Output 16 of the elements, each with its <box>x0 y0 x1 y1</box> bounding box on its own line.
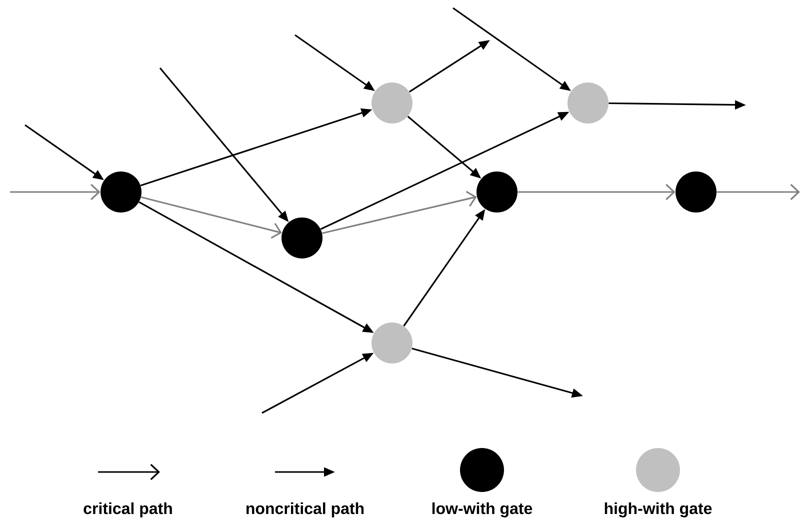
gate-circle <box>100 172 142 212</box>
arrow <box>716 184 800 200</box>
legend-label: critical path <box>84 502 172 518</box>
gate-circle <box>676 172 716 212</box>
arrow <box>10 184 100 200</box>
legend-label: noncritical path <box>246 502 364 518</box>
gate-circle <box>568 82 608 124</box>
arrow <box>322 190 477 234</box>
arrow <box>518 184 676 200</box>
arrow <box>140 196 282 239</box>
gate-circle <box>282 218 322 258</box>
gate-circle <box>476 172 518 212</box>
legend-label: low-with gate <box>432 502 532 518</box>
gate-circle <box>372 82 412 124</box>
gate-circle <box>372 322 412 364</box>
legend-label: high-with gate <box>604 502 712 518</box>
